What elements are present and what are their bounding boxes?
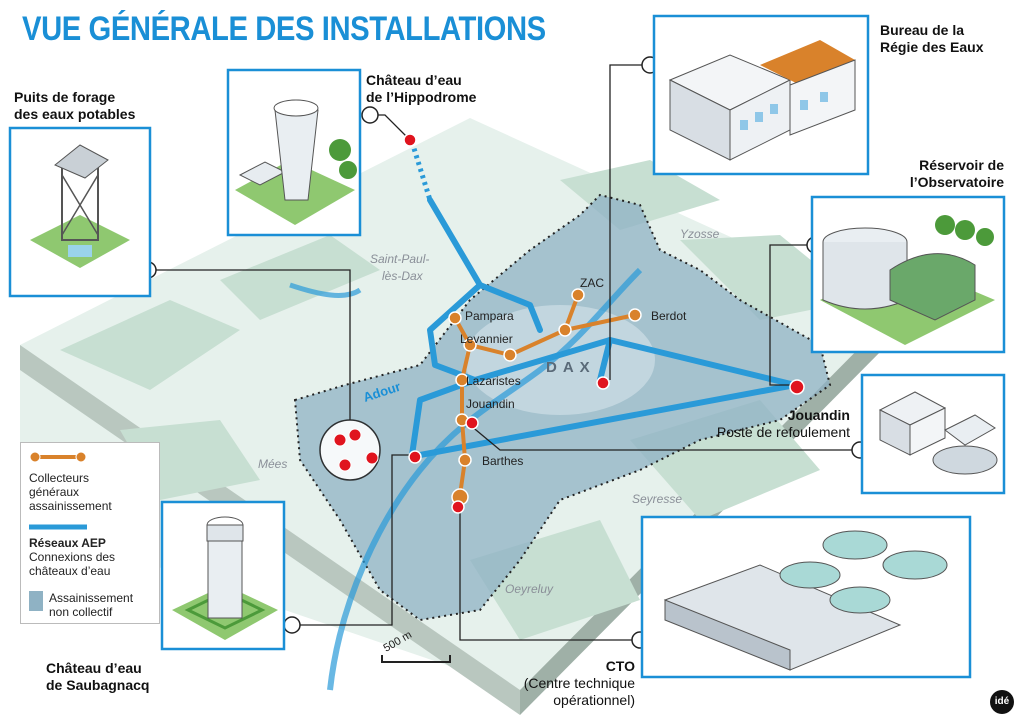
- station-berdot: Berdot: [651, 309, 687, 323]
- town-yzosse: Yzosse: [680, 227, 720, 241]
- inset-cto: [640, 515, 972, 679]
- town-mees: Mées: [258, 457, 287, 471]
- town-saint-paul-1: Saint-Paul-: [370, 252, 429, 266]
- inset-saubagnacq: [160, 500, 286, 651]
- station-pampara: Pampara: [465, 309, 514, 323]
- label-observatoire: Réservoir de l’Observatoire: [909, 157, 1004, 190]
- label-hippodrome: Château d’eau de l’Hippodrome: [366, 72, 477, 105]
- station-barthes: Barthes: [482, 454, 523, 468]
- inset-hippodrome: [226, 68, 362, 237]
- station-jouandin: Jouandin: [466, 397, 515, 411]
- inset-jouandin: [860, 373, 1006, 495]
- inset-bureau: [652, 14, 870, 176]
- legend-collecteurs: Collecteurs généraux assainissement: [29, 471, 112, 513]
- leader-lines: [148, 64, 860, 641]
- city-dax: DAX: [546, 359, 596, 376]
- station-levannier: Levannier: [460, 332, 513, 346]
- legend-reseaux: Réseaux AEP Connexions des châteaux d’ea…: [29, 536, 116, 578]
- legend-assainissement: Assainissement non collectif: [49, 591, 134, 619]
- town-saint-paul-2: lès-Dax: [382, 269, 424, 283]
- inset-puits: [8, 126, 152, 298]
- inset-observatoire: [810, 195, 1006, 354]
- puits-markers: [333, 428, 379, 472]
- legend: Collecteurs généraux assainissement Rése…: [20, 442, 160, 624]
- label-cto: CTO (Centre technique opérationnel): [523, 658, 635, 708]
- label-jouandin: Jouandin Poste de refoulement: [716, 407, 850, 440]
- label-bureau: Bureau de la Régie des Eaux: [880, 22, 984, 55]
- label-saubagnacq: Château d’eau de Saubagnacq: [46, 660, 150, 693]
- commune-boundary: [293, 193, 832, 622]
- town-oeyreluy: Oeyreluy: [505, 582, 554, 596]
- scale-bar: [381, 655, 451, 663]
- legend-symbols: [29, 451, 87, 611]
- station-lazaristes: Lazaristes: [466, 374, 521, 388]
- page-title: VUE GÉNÉRALE DES INSTALLATIONS: [22, 10, 546, 48]
- installation-markers: [403, 133, 805, 514]
- label-puits: Puits de forage des eaux potables: [14, 89, 136, 122]
- ide-logo: idé: [990, 690, 1014, 714]
- town-seyresse: Seyresse: [632, 492, 682, 506]
- station-zac: ZAC: [580, 276, 604, 290]
